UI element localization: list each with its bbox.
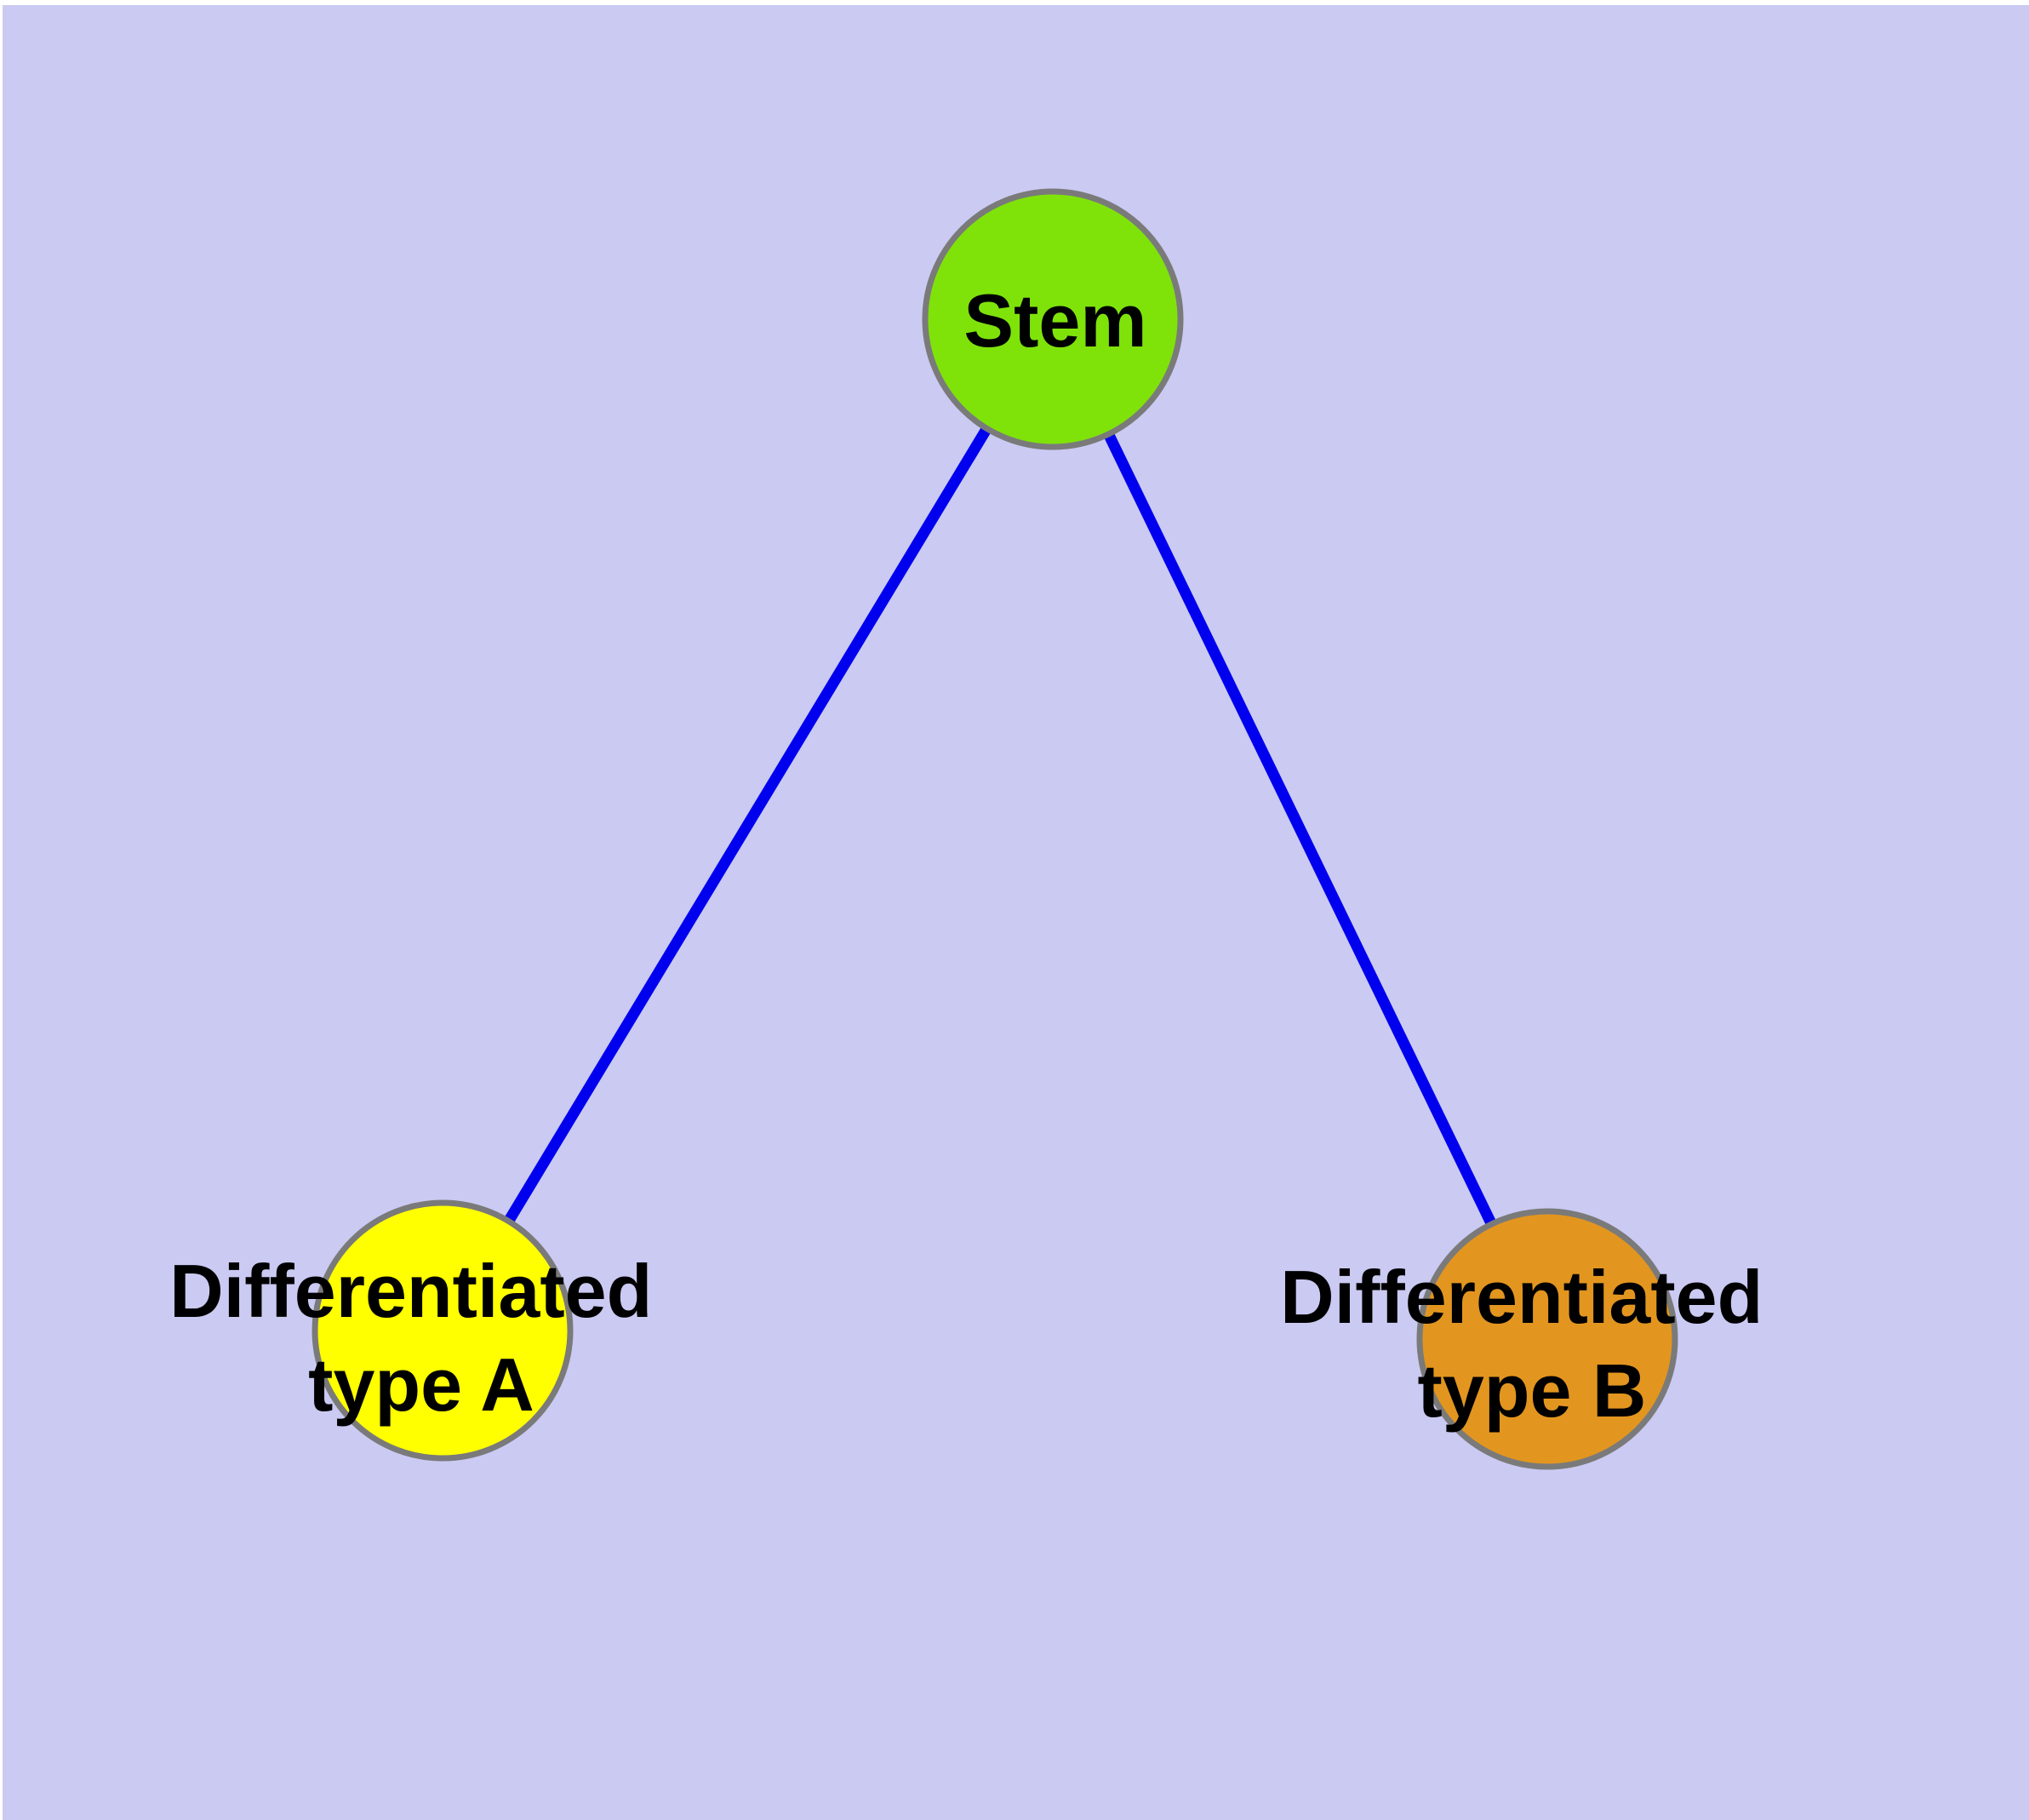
edge-stem-to-type-b [1048,317,1552,1342]
node-differentiated-type-b-label: Differentiated type B [1280,1255,1784,1433]
node-differentiated-type-b-label-line2: type B [1418,1348,1647,1433]
node-differentiated-type-a-label-line2: type A [308,1342,534,1427]
node-stem [922,188,1184,450]
node-differentiated-type-b-label-line1: Differentiated [1280,1255,1763,1339]
node-differentiated-type-b [1416,1208,1678,1470]
node-differentiated-type-a [311,1199,574,1462]
node-differentiated-type-a-label-line1: Differentiated [169,1249,652,1333]
edge-stem-to-type-a [437,316,1058,1334]
node-stem-label: Stem [963,278,1146,363]
node-differentiated-type-a-label: Differentiated type A [169,1249,673,1427]
